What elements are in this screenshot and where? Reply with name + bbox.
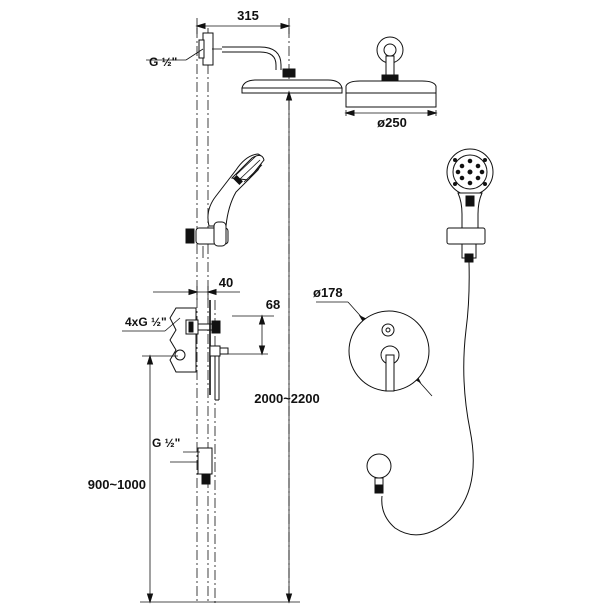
valve-depth-dimension: 68 — [222, 297, 280, 356]
head-diameter-label: ø250 — [377, 115, 407, 130]
shower-hose — [381, 261, 474, 536]
bottom-inlet-label: G ½" — [152, 436, 180, 450]
hand-shower-front — [446, 148, 494, 263]
arm-length-dimension: 315 — [195, 8, 291, 34]
mixer-valve-side: 4xG ½" — [122, 300, 229, 401]
hand-shower-side — [185, 153, 265, 258]
centre-lines — [196, 28, 216, 604]
arm-length-label: 315 — [237, 8, 259, 23]
wall-outlet-front — [366, 453, 392, 494]
valve-height-label: 900~1000 — [88, 477, 146, 492]
valve-ports-label: 4xG ½" — [125, 315, 167, 329]
wall-outlet-side: G ½" — [152, 436, 213, 485]
valve-height-dimension: 900~1000 — [88, 354, 300, 604]
head-height-dimension: 2000~2200 — [254, 90, 320, 604]
shower-head-front: ø250 — [344, 36, 438, 130]
top-wall-flange: G ½" — [146, 32, 222, 69]
valve-depth-label: 68 — [266, 297, 280, 312]
valve-offset-dimension: 40 — [153, 275, 240, 300]
head-height-label: 2000~2200 — [254, 391, 319, 406]
plate-diameter-label: ø178 — [313, 285, 343, 300]
shower-head-side — [241, 68, 343, 94]
mixer-valve-front: ø178 — [313, 285, 433, 397]
top-inlet-label: G ½" — [149, 55, 177, 69]
valve-offset-label: 40 — [219, 275, 233, 290]
